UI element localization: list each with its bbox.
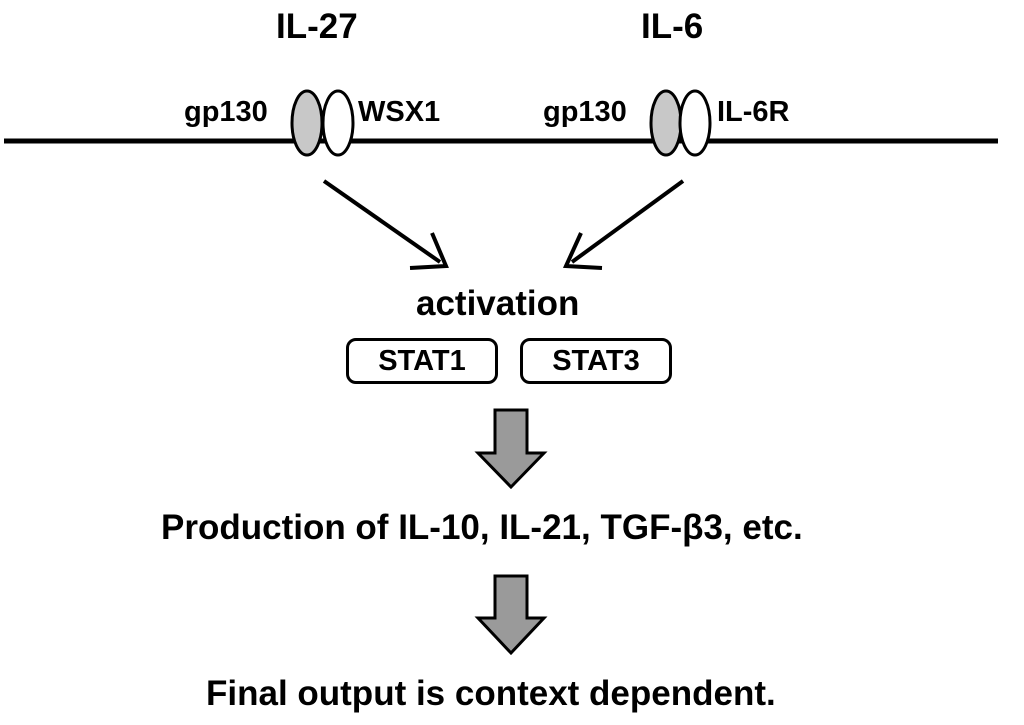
production-text: Production of IL-10, IL-21, TGF-β3, etc.: [161, 508, 803, 547]
ligand-il27-label: IL-27: [276, 7, 358, 46]
activation-label: activation: [416, 284, 580, 323]
final-output-text: Final output is context dependent.: [206, 674, 776, 713]
receptor-il6r-label: IL-6R: [717, 96, 790, 128]
stat1-box: STAT1: [346, 338, 498, 384]
stat3-box: STAT3: [520, 338, 672, 384]
ligand-il6-label: IL-6: [641, 7, 704, 46]
gp130-ellipse-il27: [290, 89, 324, 157]
block-arrow-1: [474, 408, 548, 490]
receptor-gp130-il27-label: gp130: [184, 96, 268, 128]
gp130-ellipse-il6: [649, 89, 683, 157]
receptor-wsx1-label: WSX1: [358, 96, 441, 128]
wsx1-ellipse: [321, 89, 355, 157]
receptor-gp130-il6-label: gp130: [543, 96, 627, 128]
arrow-il27-to-activation: [322, 179, 449, 270]
block-arrow-2: [474, 574, 548, 656]
il6r-ellipse: [678, 89, 712, 157]
arrow-il6-to-activation: [562, 179, 685, 270]
